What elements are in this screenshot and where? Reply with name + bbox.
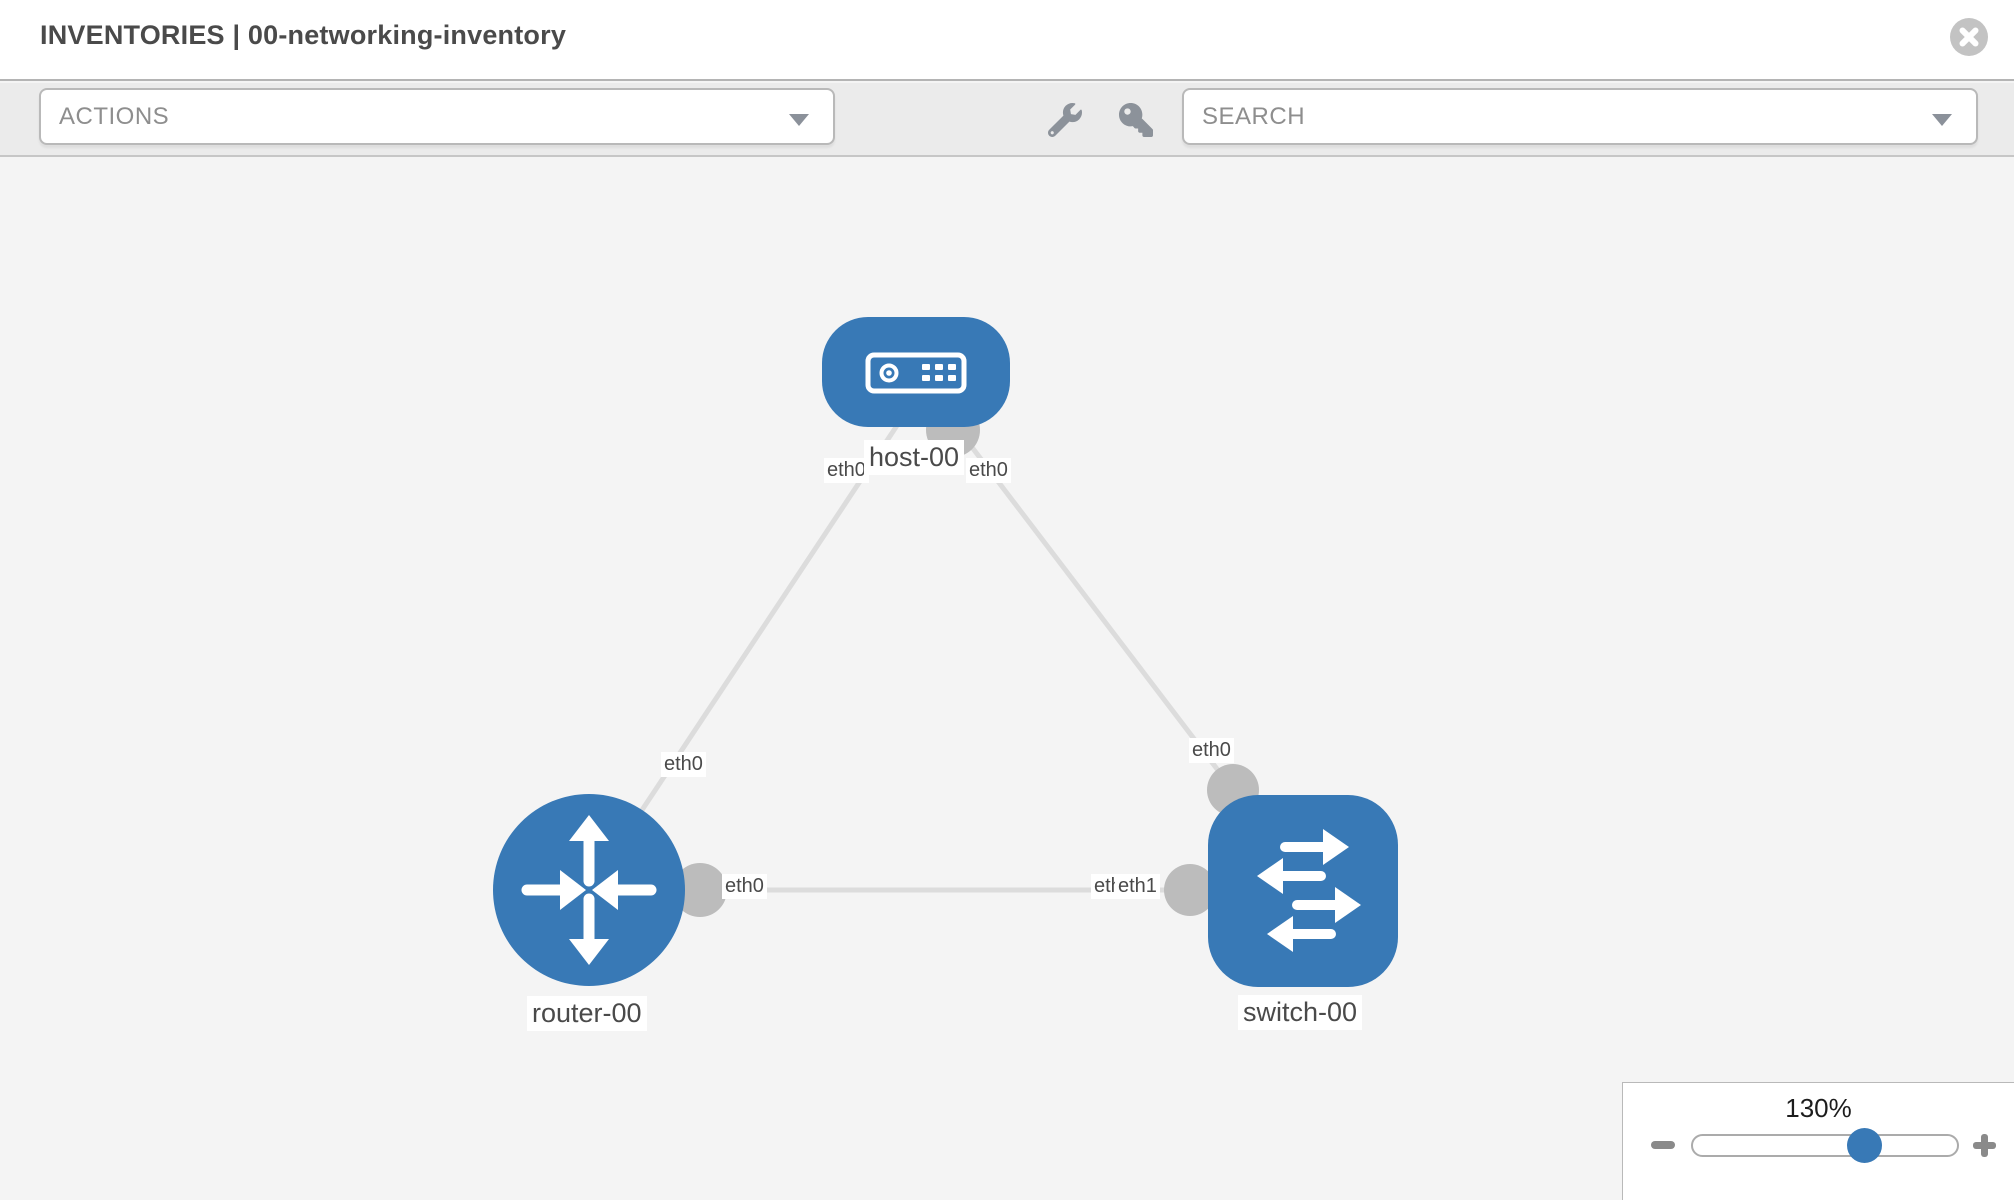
actions-dropdown[interactable]: ACTIONS (39, 88, 835, 145)
interface-label: eth0 (722, 874, 767, 899)
topology-canvas[interactable]: eth0 eth0 eth0 eth0 eth0 eth0 eth1 host-… (0, 159, 2014, 1200)
interface-connector[interactable] (1164, 864, 1216, 916)
chevron-down-icon (789, 114, 809, 126)
zoom-slider-thumb[interactable] (1847, 1128, 1882, 1163)
header: INVENTORIES | 00-networking-inventory (0, 0, 2014, 81)
page-title: INVENTORIES | 00-networking-inventory (40, 20, 567, 50)
zoom-percent: 130% (1785, 1093, 1852, 1123)
key-icon[interactable] (1119, 103, 1153, 137)
node-label-switch: switch-00 (1238, 995, 1363, 1030)
interface-label: eth0 (966, 458, 1011, 483)
toolbar: ACTIONS SEARCH (0, 83, 2014, 157)
zoom-panel: 130% (1622, 1082, 2014, 1200)
interface-connector[interactable] (673, 863, 727, 917)
node-label-router: router-00 (527, 996, 647, 1031)
interface-label: eth0 (661, 752, 706, 777)
router-icon (521, 815, 657, 965)
interface-label: eth1 (1115, 874, 1160, 899)
node-switch-00[interactable] (1208, 795, 1398, 987)
wrench-icon[interactable] (1047, 103, 1082, 138)
close-icon[interactable] (1950, 18, 1988, 56)
link-lines (586, 419, 1235, 893)
node-router-00[interactable] (493, 794, 685, 986)
search-dropdown-label: SEARCH (1202, 103, 1306, 130)
search-dropdown[interactable]: SEARCH (1182, 88, 1978, 145)
interface-label: eth0 (824, 458, 869, 483)
node-label-host: host-00 (864, 440, 965, 475)
actions-dropdown-label: ACTIONS (59, 103, 170, 130)
zoom-out-minus-icon[interactable] (1651, 1141, 1675, 1149)
switch-icon (1257, 829, 1361, 952)
node-host-00[interactable] (822, 317, 1010, 427)
zoom-slider-track[interactable] (1691, 1134, 1959, 1157)
chevron-down-icon (1932, 114, 1952, 126)
host-icon (865, 352, 967, 394)
zoom-in-plus-icon[interactable] (1973, 1134, 1996, 1157)
interface-label: eth0 (1189, 738, 1234, 763)
